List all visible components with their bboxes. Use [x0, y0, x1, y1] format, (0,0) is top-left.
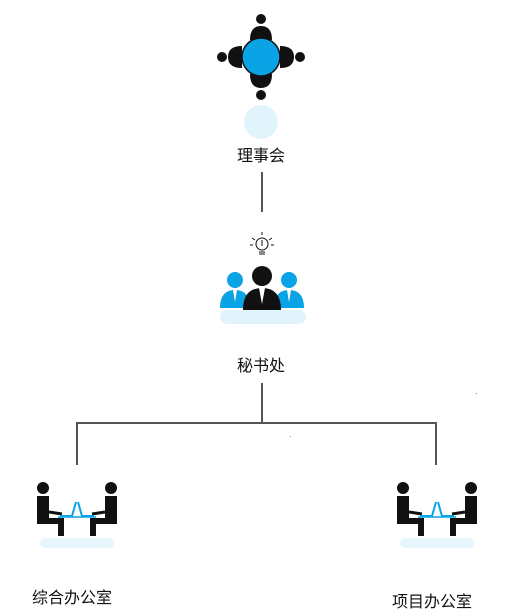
connector-horizontal-bar [76, 422, 437, 424]
general-office-label: 综合办公室 [32, 588, 113, 607]
project-office-label: 项目办公室 [392, 592, 473, 611]
speck [476, 393, 477, 394]
board-label: 理事会 [237, 146, 286, 165]
connector-left-drop [76, 422, 78, 465]
connector-right-drop [435, 422, 437, 465]
meeting-table-icon [217, 14, 305, 139]
secretariat-label: 秘书处 [237, 356, 286, 375]
team-idea-icon [220, 232, 306, 324]
connector-board-secretariat [261, 172, 263, 212]
desk-meeting-icon [37, 482, 117, 548]
connector-secretariat-down [261, 383, 263, 423]
speck [290, 436, 291, 437]
desk-meeting-icon [397, 482, 477, 548]
